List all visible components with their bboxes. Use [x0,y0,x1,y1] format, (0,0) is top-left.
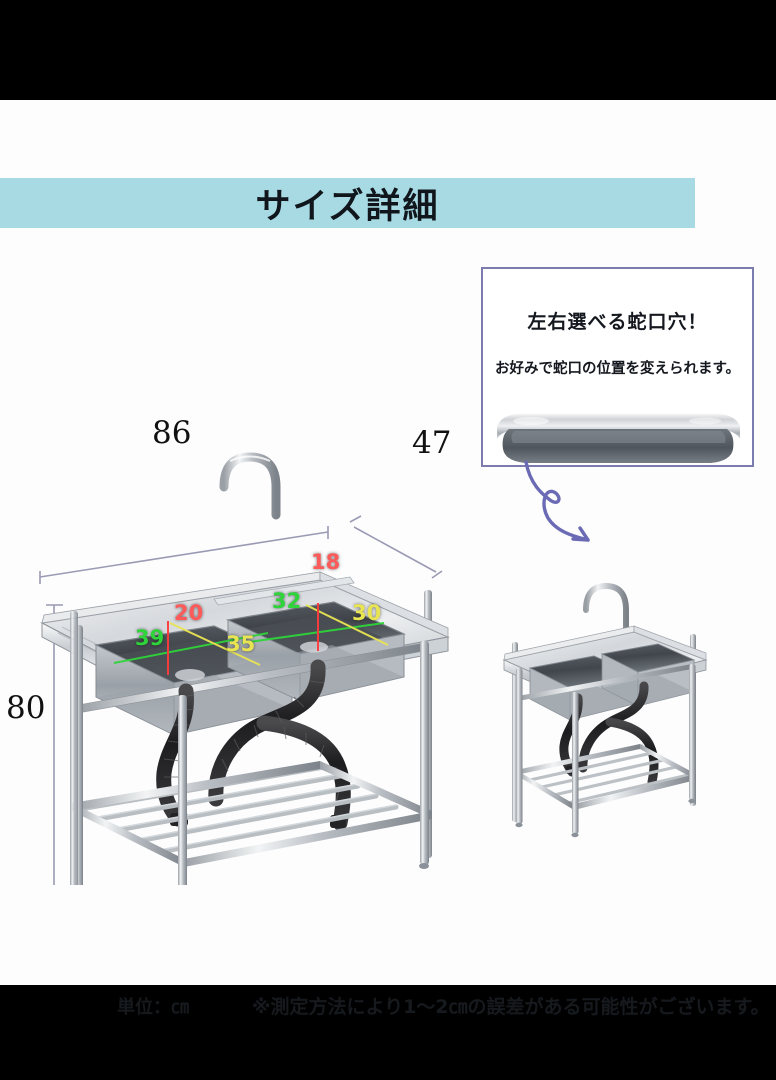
curly-arrow-icon [524,460,590,542]
letterbox-bar-top [0,0,776,100]
right-basin-depth-label: 30 [352,601,382,625]
sink-edge-photo [491,405,746,463]
tolerance-note: ※測定方法により1〜2㎝の誤差がある可能性がございます。 [252,996,770,1018]
main-sink-illustration [39,452,450,885]
dimension-label-depth: 47 [412,425,452,461]
left-basin-height-label: 20 [174,601,204,625]
callout-heading: 左右選べる蛇口穴！ [527,311,708,333]
right-basin-width-label: 32 [272,589,302,613]
dimension-label-height: 80 [6,690,46,726]
right-basin-height-label: 18 [311,550,341,574]
dimension-label-width: 86 [152,415,192,451]
callout-subtext: お好みで蛇口の位置を変えられます。 [494,361,741,377]
faucet-hole-callout-box: 左右選べる蛇口穴！ お好みで蛇口の位置を変えられます。 [481,267,754,467]
letterbox-bar-bottom [0,985,776,1080]
page-title: サイズ詳細 [255,186,440,227]
left-basin-width-label: 39 [135,626,165,650]
unit-label: 単位：㎝ [117,997,189,1018]
content-canvas: サイズ詳細 左右選べる蛇口穴！ お好みで蛇口の位置を変えられます。 [0,100,776,1018]
left-basin-depth-label: 35 [226,632,256,656]
title-banner [0,178,695,228]
mini-sink-illustration [502,582,708,838]
